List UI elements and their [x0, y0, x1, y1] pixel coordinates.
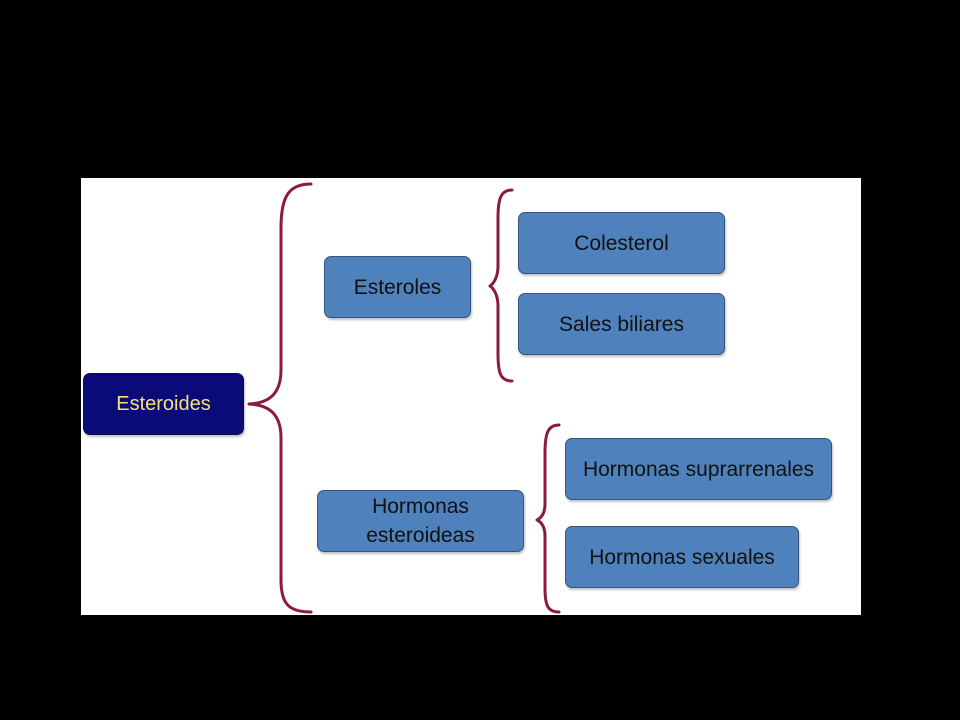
- node-hormonas-sexuales-label: Hormonas sexuales: [589, 545, 775, 569]
- node-colesterol: Colesterol: [518, 212, 725, 274]
- node-hormonas-suprarrenales-label: Hormonas suprarrenales: [582, 457, 815, 481]
- brace-connectors: [247, 182, 561, 614]
- node-esteroles-label: Esteroles: [353, 275, 442, 299]
- brace-root: [247, 182, 313, 614]
- node-esteroides-label: Esteroides: [116, 392, 211, 415]
- node-sales-biliares: Sales biliares: [518, 293, 725, 355]
- node-hormonas-sexuales: Hormonas sexuales: [565, 526, 799, 588]
- node-esteroles: Esteroles: [324, 256, 471, 318]
- node-colesterol-label: Colesterol: [574, 231, 669, 255]
- node-esteroides: Esteroides: [83, 373, 244, 435]
- node-hormonas-esteroideas-line-2: esteroideas: [366, 524, 475, 547]
- brace-hormonas: [535, 423, 561, 614]
- node-hormonas-esteroideas-line-1: Hormonas: [372, 495, 469, 518]
- node-hormonas-esteroideas: Hormonas esteroideas: [317, 490, 524, 552]
- node-hormonas-suprarrenales: Hormonas suprarrenales: [565, 438, 832, 500]
- brace-esteroles: [488, 188, 514, 383]
- diagram-canvas: Esteroides Esteroles Colesterol Sales bi…: [81, 178, 861, 615]
- node-sales-biliares-label: Sales biliares: [559, 312, 684, 336]
